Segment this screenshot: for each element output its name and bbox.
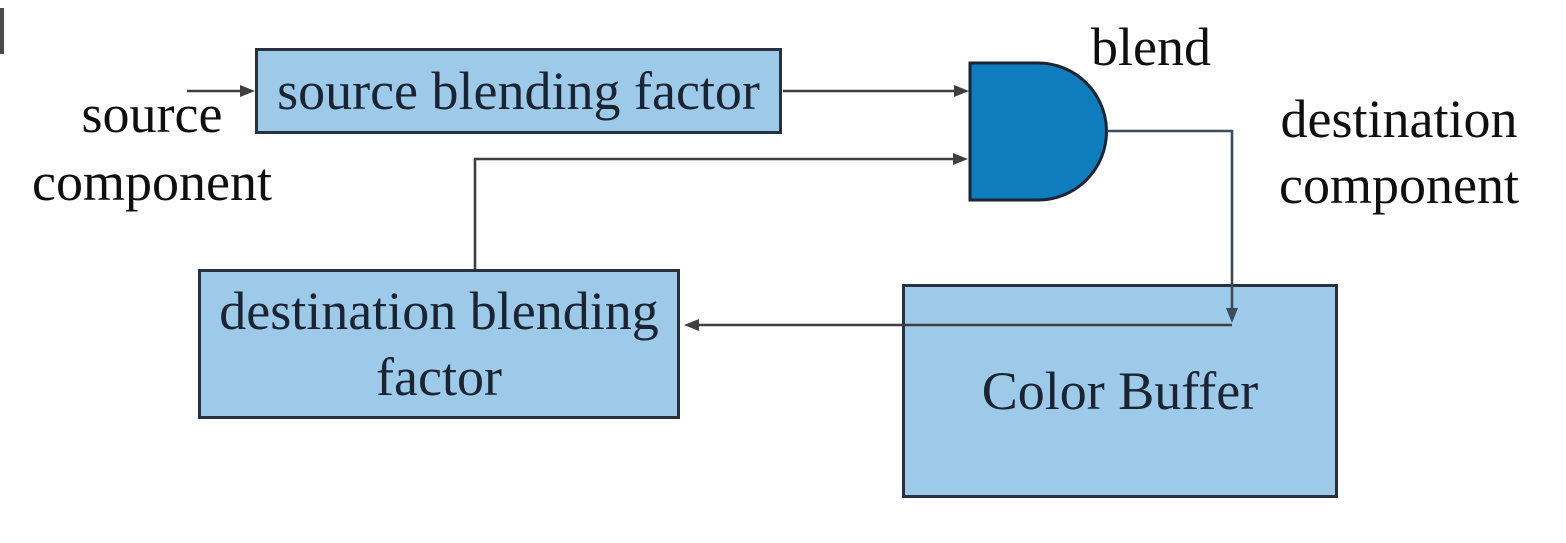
- blend-label: blend: [1086, 17, 1216, 77]
- source-component-label-line1: source: [81, 84, 223, 144]
- arrowhead-into-dstbox: [684, 319, 699, 331]
- source-blending-factor-label: source blending factor: [277, 61, 760, 121]
- destination-component-label-line1: destination: [1280, 89, 1518, 149]
- wire-dstbox-to-gate: [473, 157, 955, 269]
- destination-component-label: destination component: [1270, 86, 1528, 218]
- destination-blending-factor-label-line2: factor: [376, 347, 502, 407]
- blend-label-text: blend: [1091, 17, 1211, 77]
- color-buffer-box: Color Buffer: [902, 284, 1338, 498]
- source-component-label: source component: [18, 80, 286, 216]
- edge-artifact-mark: [0, 8, 4, 54]
- arrowhead-gate-lower-input: [953, 153, 968, 165]
- destination-blending-factor-label-line1: destination blending: [219, 281, 659, 341]
- source-blending-factor-box: source blending factor: [255, 48, 782, 134]
- color-buffer-label: Color Buffer: [981, 361, 1259, 421]
- arrowhead-gate-upper-input: [954, 85, 969, 97]
- destination-blending-factor-box: destination blending factor: [198, 269, 680, 419]
- blend-gate-icon: [968, 61, 1108, 202]
- destination-component-label-line2: component: [1279, 155, 1519, 215]
- source-component-label-line2: component: [32, 152, 272, 212]
